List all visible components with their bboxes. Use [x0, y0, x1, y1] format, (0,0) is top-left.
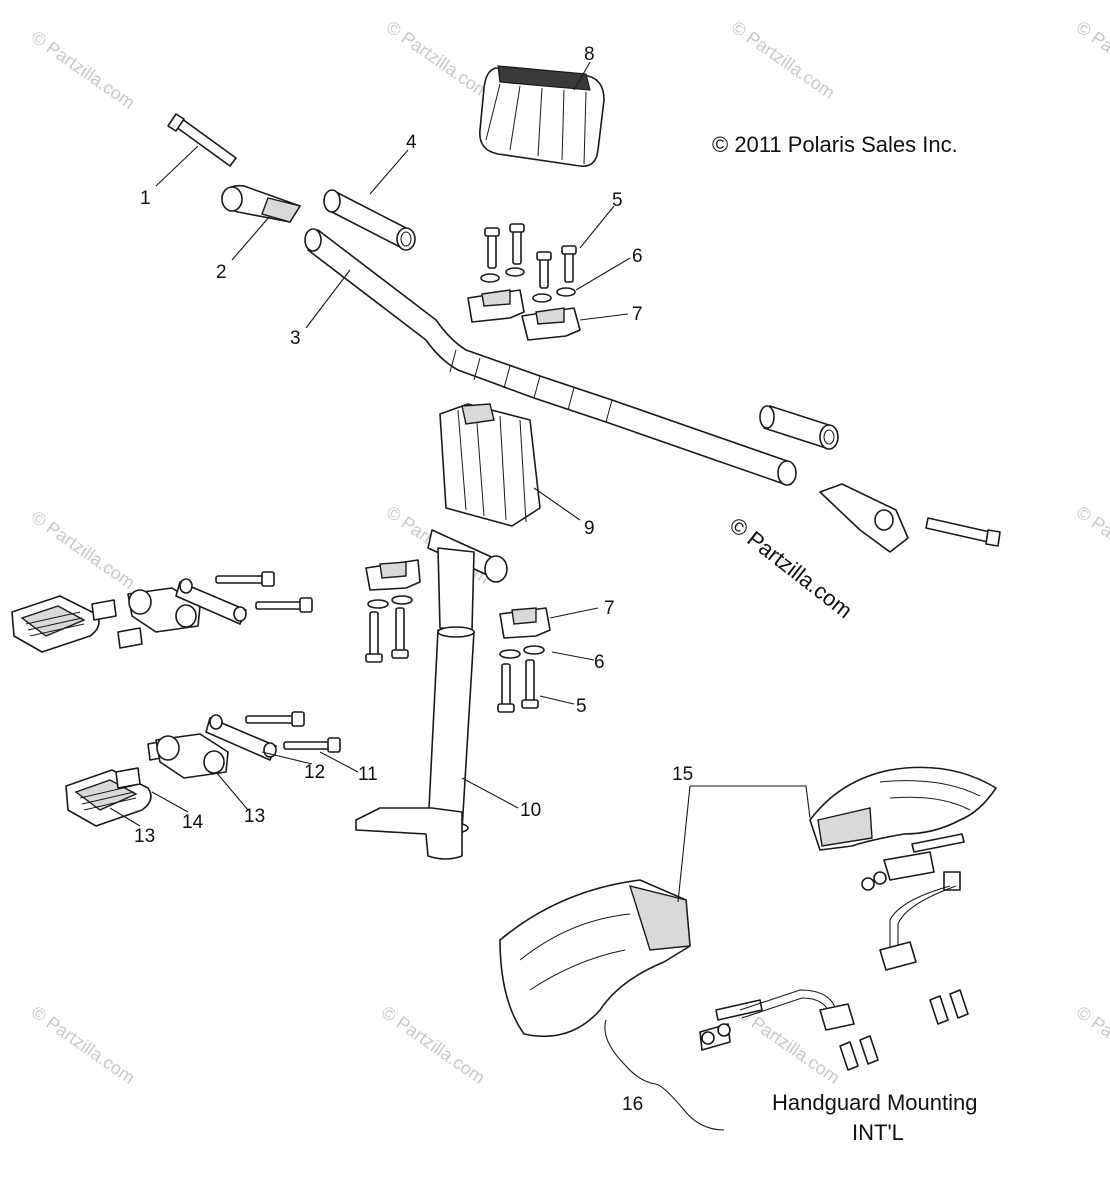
watermark: © Partzilla.com	[28, 507, 139, 593]
callout-13-right: 13	[244, 806, 265, 827]
watermark: © Partzilla.com	[28, 27, 139, 113]
callout-14: 14	[182, 812, 204, 833]
callout-9: 9	[584, 518, 595, 539]
callout-5: 5	[612, 190, 623, 211]
callout-3: 3	[290, 328, 301, 349]
part-8-bar-pad	[479, 65, 605, 167]
watermark: © Partzilla.com	[728, 17, 839, 103]
callout-12: 12	[304, 762, 325, 783]
callout-7: 7	[632, 304, 643, 325]
callout-2: 2	[216, 262, 227, 283]
part-15-handguard-left	[499, 879, 691, 1038]
part-1-bolt	[167, 113, 237, 167]
upper-clamp-hardware	[467, 223, 581, 341]
part-3-handlebar	[304, 228, 797, 486]
watermark: © Partzilla.com	[28, 1002, 139, 1088]
riser-cluster-upper	[11, 571, 313, 653]
callout-labels: 1 2 3 4 5 6 7 8 9 7 6 5 11 12 13 14 13 1…	[134, 44, 693, 1115]
callout-13-left: 13	[134, 826, 155, 847]
right-grip	[759, 405, 839, 450]
part-9-clamp-cover	[439, 403, 541, 527]
callout-7-lower: 7	[604, 598, 615, 619]
part-16-handguard-mount	[699, 833, 969, 1071]
callout-16: 16	[622, 1094, 643, 1115]
handguard-caption-line1: Handguard Mounting	[772, 1090, 977, 1115]
watermark: © Partzilla.com	[1073, 17, 1110, 103]
callout-5-lower: 5	[576, 696, 587, 717]
riser-cluster-lower	[65, 711, 341, 827]
callout-11: 11	[358, 764, 378, 785]
callout-15: 15	[672, 764, 693, 785]
part-15-handguard-right	[809, 766, 997, 851]
leader-lines	[109, 61, 811, 1131]
watermark: © Partzilla.com	[378, 1002, 489, 1088]
watermark: © Partzilla.com	[383, 17, 494, 103]
callout-6-lower: 6	[594, 652, 605, 673]
copyright-notice: © 2011 Polaris Sales Inc.	[712, 132, 958, 157]
partzilla-mark: © Partzilla.com	[725, 512, 857, 623]
callout-6: 6	[632, 246, 643, 267]
right-end-weight	[819, 483, 1001, 553]
part-10-steering-post	[355, 529, 508, 860]
callout-10: 10	[520, 800, 541, 821]
callout-8: 8	[584, 44, 595, 65]
part-2-end-weight	[221, 184, 302, 223]
watermark: © Partzilla.com	[1073, 502, 1110, 588]
handguard-caption-line2: INT'L	[852, 1120, 904, 1145]
lower-clamp-hardware	[365, 559, 551, 713]
part-4-grip	[323, 189, 416, 251]
watermark: © Partzilla.com	[1073, 1002, 1110, 1088]
callout-1: 1	[140, 188, 151, 209]
callout-4: 4	[406, 132, 417, 153]
